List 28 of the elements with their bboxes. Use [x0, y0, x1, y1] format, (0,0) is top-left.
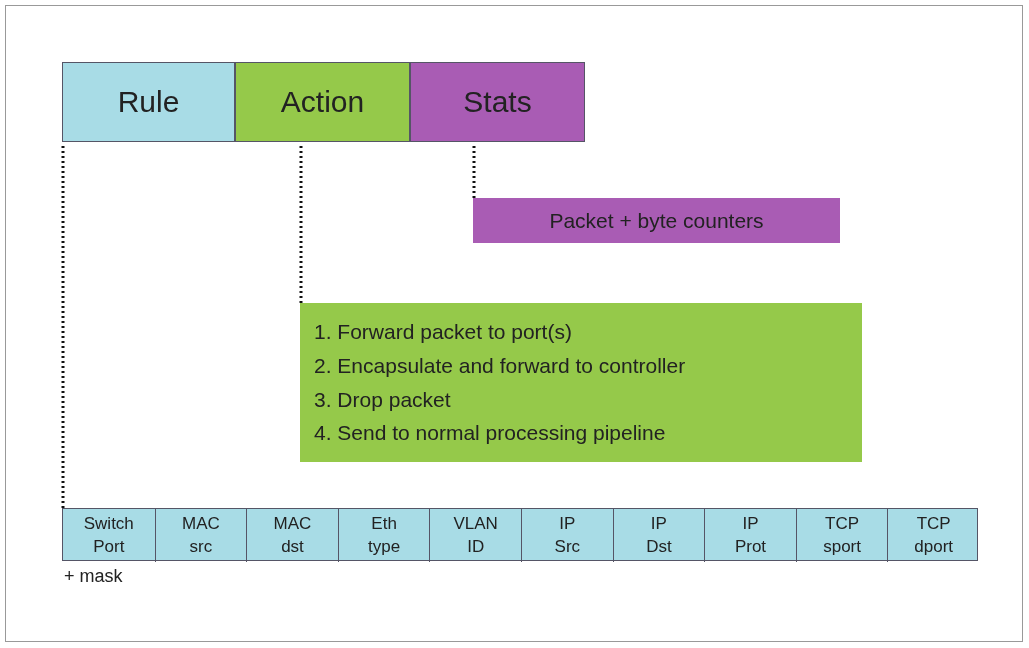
- list-item: 3. Drop packet: [314, 386, 452, 413]
- label-text: MAC dst: [273, 512, 312, 558]
- label-text: Action: [280, 85, 365, 119]
- connector-line: [61, 146, 65, 508]
- label-text: VLAN ID: [453, 512, 498, 558]
- label-text: MAC src: [182, 512, 220, 558]
- section-box: [235, 62, 410, 142]
- connector-line: [299, 146, 303, 303]
- header-fields-table: [62, 508, 978, 561]
- stats-box: [473, 198, 840, 243]
- label-text: Eth type: [368, 512, 401, 558]
- list-item: 1. Forward packet to port(s): [314, 319, 573, 346]
- label-text: TCP sport: [823, 512, 861, 558]
- connector-line: [472, 146, 476, 198]
- label-text: IP Dst: [646, 512, 672, 558]
- list-item: 4. Send to normal processing pipeline: [314, 420, 667, 447]
- label-text: Packet + byte counters: [549, 208, 764, 233]
- label-text: Stats: [463, 85, 532, 119]
- label-text: IP Src: [554, 512, 581, 558]
- label-text: Switch Port: [83, 512, 134, 558]
- label-text: Rule: [117, 85, 180, 119]
- section-box: [410, 62, 585, 142]
- label-text: TCP dport: [914, 512, 954, 558]
- list-item: 2. Encapsulate and forward to controller: [314, 352, 686, 379]
- action-list-box: [300, 303, 862, 462]
- label-text: IP Prot: [734, 512, 767, 558]
- note-text: + mask: [64, 566, 123, 587]
- section-box: [62, 62, 235, 142]
